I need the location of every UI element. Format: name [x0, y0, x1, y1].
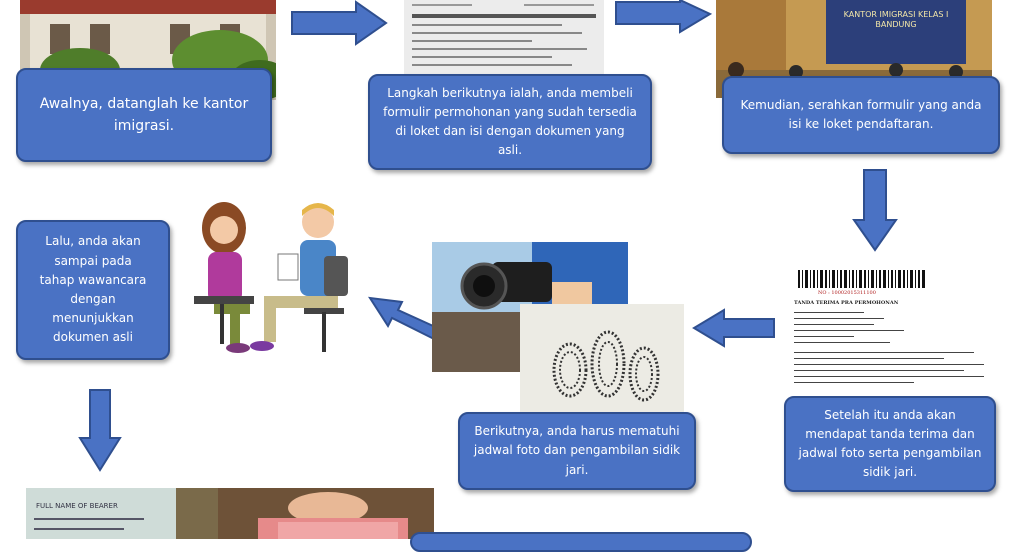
photo-application-form	[404, 0, 604, 76]
step-box-4: Setelah itu anda akan mendapat tanda ter…	[784, 396, 996, 492]
receipt-line	[794, 336, 854, 337]
receipt-line	[794, 352, 974, 353]
step-text-1: Awalnya, datanglah ke kantor imigrasi.	[39, 95, 249, 134]
receipt-line	[794, 342, 890, 343]
receipt-line	[794, 370, 964, 371]
receipt-number: NO : 10002015311100	[818, 290, 876, 296]
form-illustration	[404, 0, 604, 76]
arrow-right-icon	[615, 0, 713, 34]
step-box-6: Lalu, anda akan sampai pada tahap wawanc…	[16, 220, 170, 360]
receipt-line	[794, 364, 984, 365]
receipt-title: TANDA TERIMA PRA PERMOHONAN	[794, 300, 899, 306]
receipt-document: NO : 10002015311100 TANDA TERIMA PRA PER…	[788, 264, 998, 396]
receipt-line	[794, 358, 944, 359]
step-box-5: Berikutnya, anda harus mematuhi jadwal f…	[458, 412, 696, 490]
arrow-up-left-icon	[368, 296, 444, 342]
arrow-down-icon	[78, 389, 122, 472]
step-box-7-partial	[410, 532, 752, 552]
money-illustration	[218, 488, 434, 539]
office-sign-line2: BANDUNG	[875, 20, 917, 30]
barcode-icon	[798, 270, 925, 288]
receipt-line	[794, 382, 914, 383]
office-sign-text: KANTOR IMIGRASI KELAS I BANDUNG	[836, 10, 956, 31]
arrow-right-icon	[291, 0, 388, 46]
receipt-line	[794, 318, 884, 319]
passport-label: FULL NAME OF BEARER	[36, 502, 118, 510]
receipt-line	[794, 312, 864, 313]
step-box-1: Awalnya, datanglah ke kantor imigrasi.	[16, 68, 272, 162]
passport-illustration	[26, 488, 220, 539]
photo-passport: FULL NAME OF BEARER	[26, 488, 220, 539]
arrow-down-icon	[852, 169, 898, 252]
fingerprint-illustration	[520, 304, 684, 412]
photo-money	[218, 488, 434, 539]
photo-fingerprints	[520, 304, 684, 412]
receipt-line	[794, 330, 904, 331]
arrow-left-icon	[692, 308, 775, 348]
interview-illustration	[194, 202, 348, 353]
receipt-line	[794, 376, 984, 377]
step-text-4: Setelah itu anda akan mendapat tanda ter…	[798, 407, 982, 480]
step-text-2: Langkah berikutnya ialah, anda membeli f…	[383, 85, 637, 158]
office-sign-line1: KANTOR IMIGRASI KELAS I	[843, 10, 949, 19]
step-text-5: Berikutnya, anda harus mematuhi jadwal f…	[473, 424, 681, 477]
receipt-line	[794, 324, 874, 325]
step-text-3: Kemudian, serahkan formulir yang anda is…	[740, 97, 982, 131]
step-box-2: Langkah berikutnya ialah, anda membeli f…	[368, 74, 652, 170]
step-text-6: Lalu, anda akan sampai pada tahap wawanc…	[39, 234, 147, 345]
step-box-3: Kemudian, serahkan formulir yang anda is…	[722, 76, 1000, 154]
